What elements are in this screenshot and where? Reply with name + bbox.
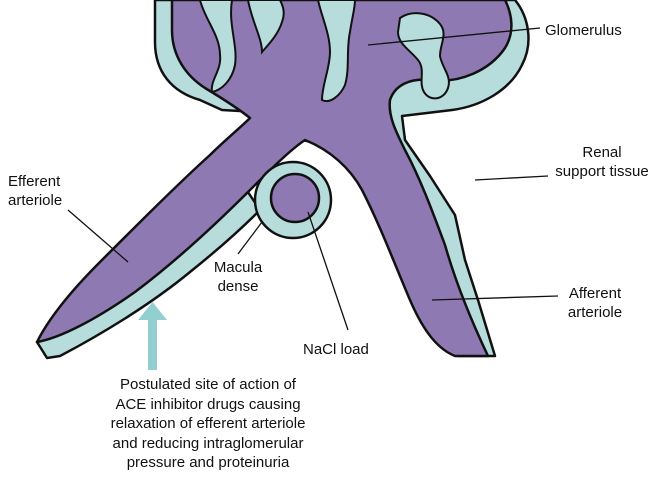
leader-nacl [308, 212, 348, 330]
caption-ace-inhibitor: Postulated site of action of ACE inhibit… [98, 375, 318, 473]
leader-renal-support [475, 176, 548, 180]
label-macula-dense: Macula dense [206, 258, 270, 296]
label-afferent-arteriole: Afferent arteriole [560, 284, 630, 322]
leader-efferent [68, 210, 128, 262]
label-efferent-arteriole: Efferent arteriole [8, 172, 62, 210]
label-glomerulus: Glomerulus [545, 21, 622, 40]
label-renal-support-tissue: Renal support tissue [548, 143, 653, 181]
macula-dense-inner [271, 174, 319, 222]
label-nacl-load: NaCl load [303, 340, 369, 359]
up-arrow-icon [138, 302, 167, 370]
